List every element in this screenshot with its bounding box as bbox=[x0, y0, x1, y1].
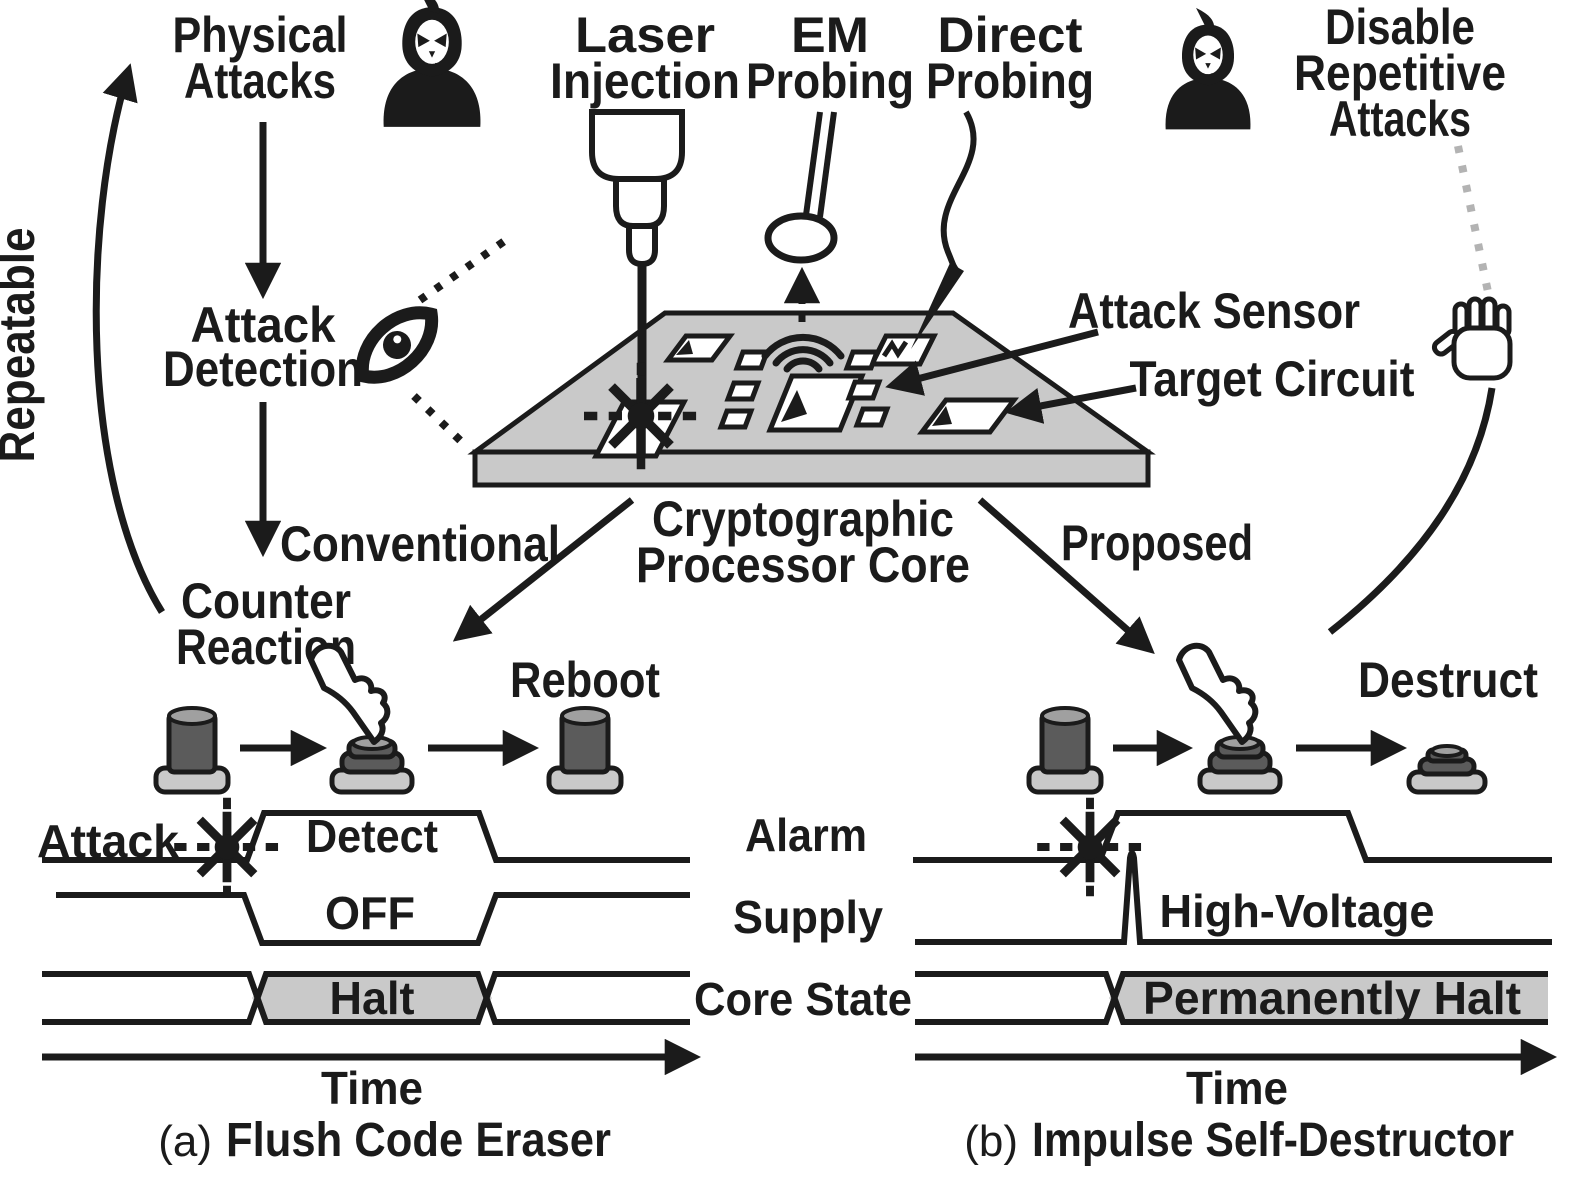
chip-pad bbox=[728, 383, 758, 399]
button-armed-icon bbox=[549, 708, 621, 792]
button-armed-icon bbox=[1029, 708, 1101, 792]
caption-a: Flush Code Eraser bbox=[226, 1114, 611, 1167]
caption-b-prefix: (b) bbox=[964, 1117, 1018, 1166]
permanently-halt-label: Permanently Halt bbox=[1143, 972, 1521, 1024]
target-circuit-label: Target Circuit bbox=[1130, 351, 1415, 407]
left-flow: Repeatable Attack Detection Conventional… bbox=[0, 63, 560, 675]
button-pressed-icon bbox=[332, 737, 412, 792]
disable-repetitive-label: Repetitive bbox=[1294, 45, 1506, 101]
core-state-bus-trace bbox=[915, 971, 1548, 1025]
direct-probing-label: Direct bbox=[938, 7, 1083, 63]
attack-sensor-label: Attack Sensor bbox=[1068, 283, 1360, 339]
em-probe-icon bbox=[764, 111, 838, 264]
permanently-halt-bus-segment bbox=[1109, 976, 1548, 1020]
attack-detection-label: Attack bbox=[191, 297, 336, 353]
disable-repetitive-label: Attacks bbox=[1329, 91, 1471, 147]
chip-pad bbox=[857, 409, 887, 425]
flow-a-buttons: Reboot bbox=[156, 646, 660, 792]
attack-sensor-arrow bbox=[885, 328, 1099, 396]
halt-bus-segment bbox=[252, 976, 492, 1020]
reboot-label: Reboot bbox=[510, 652, 660, 708]
counter-reaction-label: Counter bbox=[181, 573, 351, 629]
pressing-hand-icon bbox=[1179, 646, 1255, 742]
target-circuit-arrow bbox=[1005, 384, 1137, 424]
physical-attacks-label: Attacks bbox=[184, 53, 336, 109]
flow-b-buttons: Destruct bbox=[1029, 646, 1538, 792]
chip-name-label: Processor Core bbox=[636, 537, 970, 593]
top-labels: Physical Attacks Laser Injection EM Prob… bbox=[173, 0, 1507, 147]
sight-dotted-ray bbox=[411, 393, 469, 449]
alarm-signal-trace bbox=[913, 810, 1552, 863]
repeatable-curve-arrow bbox=[92, 63, 165, 614]
chip-pad bbox=[847, 352, 877, 368]
stop-hand-icon bbox=[1432, 299, 1510, 378]
disable-dotted-line bbox=[1454, 145, 1492, 293]
eye-icon bbox=[355, 306, 439, 384]
cryptographic-processor-chip bbox=[467, 310, 1156, 488]
alarm-row-label: Alarm bbox=[745, 809, 867, 861]
core-state-row-label: Core State bbox=[694, 973, 912, 1025]
blocked-repeat-curve bbox=[1327, 387, 1496, 635]
em-probing-label: EM bbox=[791, 7, 869, 63]
physical-attacks-label: Physical bbox=[173, 7, 348, 63]
em-emission-icon bbox=[761, 333, 845, 373]
laser-injection-label: Injection bbox=[550, 53, 740, 109]
grim-reaper-icon bbox=[1165, 7, 1251, 130]
attack-detection-label: Detection bbox=[163, 341, 363, 397]
button-armed-icon bbox=[156, 708, 228, 792]
off-label: OFF bbox=[325, 887, 415, 939]
high-voltage-label: High-Voltage bbox=[1160, 885, 1435, 937]
chip-name-label: Cryptographic bbox=[652, 491, 954, 547]
conventional-label: Conventional bbox=[280, 516, 560, 572]
supply-row-label: Supply bbox=[733, 891, 883, 943]
chip-pad bbox=[849, 382, 879, 398]
laser-injection-label: Laser bbox=[575, 7, 715, 63]
supply-off-trace bbox=[56, 892, 690, 946]
conventional-diagonal-arrow bbox=[452, 497, 635, 642]
repeatable-label: Repeatable bbox=[0, 228, 45, 463]
direct-probing-label: Probing bbox=[926, 53, 1094, 109]
button-pressed-icon bbox=[1200, 737, 1280, 792]
halt-label: Halt bbox=[330, 972, 415, 1024]
supply-impulse-trace bbox=[915, 850, 1552, 945]
direct-probe-needle-icon bbox=[911, 110, 977, 349]
proposed-label: Proposed bbox=[1061, 515, 1253, 571]
time-label: Time bbox=[1186, 1062, 1288, 1114]
time-label: Time bbox=[321, 1062, 423, 1114]
destruct-label: Destruct bbox=[1358, 652, 1538, 708]
button-destroyed-icon bbox=[1409, 746, 1485, 792]
sight-dotted-ray bbox=[417, 236, 509, 304]
detect-label: Detect bbox=[306, 810, 438, 862]
caption-a-prefix: (a) bbox=[158, 1117, 212, 1166]
proposed-diagonal-arrow bbox=[977, 497, 1155, 655]
caption-b: Impulse Self-Destructor bbox=[1032, 1114, 1514, 1167]
grim-reaper-icon bbox=[383, 0, 481, 127]
timing-diagram-b bbox=[913, 810, 1558, 1076]
attack-label: Attack bbox=[37, 815, 179, 867]
core-state-bus-trace bbox=[42, 971, 690, 1025]
em-probing-label: Probing bbox=[746, 53, 914, 109]
chip-pad bbox=[721, 411, 751, 427]
disable-repetitive-label: Disable bbox=[1325, 0, 1475, 55]
core-state-bus-trace bbox=[42, 971, 690, 1025]
